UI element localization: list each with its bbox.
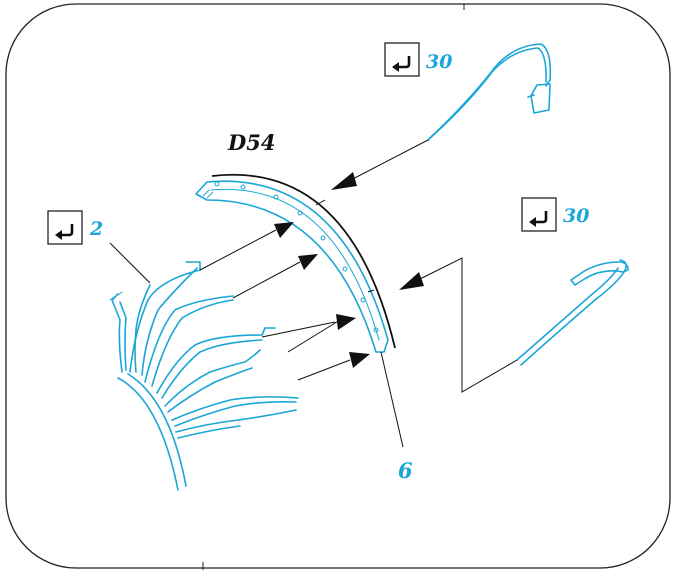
- callout-middle-right: 30: [521, 197, 589, 232]
- return-arrow-icon: [392, 56, 411, 72]
- part-label-d54: D54: [227, 130, 275, 155]
- return-arrow-icon: [529, 211, 548, 227]
- wiring-harness: [109, 261, 299, 491]
- callout-upper-right: 30: [384, 42, 452, 77]
- middle-right-strip: [516, 259, 629, 366]
- return-step-box: [47, 210, 83, 245]
- assembly-arrows: [199, 139, 518, 393]
- rim-tick: [367, 289, 375, 293]
- callout-leader-2: [109, 242, 151, 284]
- return-step-box: [521, 197, 557, 232]
- return-arrow-icon: [55, 224, 74, 240]
- step-number: 30: [563, 205, 589, 227]
- diagram-frame: [5, 3, 671, 569]
- part-leader-6: [380, 351, 404, 448]
- rim-tick: [315, 199, 326, 206]
- callout-left: 2: [47, 210, 103, 245]
- return-step-box: [384, 42, 420, 77]
- step-number: 2: [89, 218, 103, 240]
- part-number-6: 6: [398, 458, 413, 483]
- upper-right-strip: [427, 43, 552, 141]
- curved-panel-d54: [195, 173, 396, 353]
- step-number: 30: [426, 51, 452, 73]
